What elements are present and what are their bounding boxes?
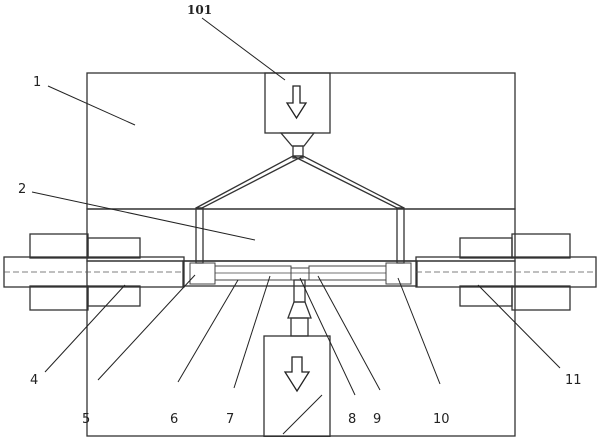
right-seal	[385, 262, 412, 285]
leader-6	[177, 279, 239, 383]
outlet-channel	[293, 279, 306, 303]
leader-8	[299, 277, 356, 396]
label-7: 7	[226, 412, 234, 427]
leader-101	[201, 17, 286, 81]
leader-4	[44, 284, 126, 373]
label-1: 1	[33, 75, 41, 90]
right-riser	[396, 207, 405, 264]
outlet-neck	[290, 317, 309, 337]
left-channel	[195, 155, 304, 209]
leader-5	[97, 274, 196, 381]
label-6: 6	[170, 412, 178, 427]
upper-block	[86, 72, 516, 210]
leader-1	[47, 85, 136, 126]
middle-plate	[86, 208, 516, 262]
label-5: 5	[82, 412, 90, 427]
label-101: 101	[187, 3, 212, 17]
label-10: 10	[433, 412, 450, 427]
left-fitting	[3, 233, 185, 311]
outlet-cone	[287, 301, 312, 319]
leader-7	[233, 275, 271, 389]
arrow-down-icon	[283, 356, 311, 393]
leader-9	[317, 275, 381, 391]
arrow-down-icon	[285, 85, 308, 120]
leader-10	[397, 277, 441, 385]
left-seal	[189, 262, 216, 285]
leader-11	[477, 284, 561, 369]
right-channel	[292, 155, 405, 209]
inlet-nozzle	[279, 132, 316, 147]
label-11: 11	[565, 373, 582, 388]
left-riser	[195, 207, 204, 264]
leader-2	[31, 191, 256, 241]
right-fitting	[415, 233, 597, 311]
label-4: 4	[30, 373, 38, 388]
label-9: 9	[373, 412, 381, 427]
label-8: 8	[348, 412, 356, 427]
leader-outlet	[282, 394, 323, 435]
flow-cavity	[182, 260, 418, 287]
label-2: 2	[18, 182, 26, 197]
